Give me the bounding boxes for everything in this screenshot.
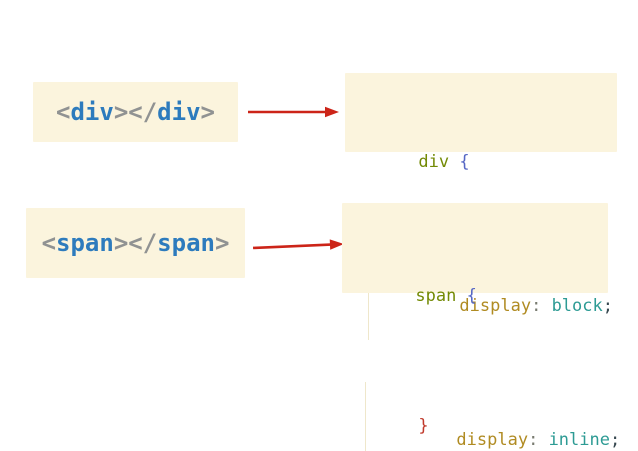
css-selector: span xyxy=(415,286,467,306)
css-property: display xyxy=(456,430,529,450)
right-arrow-icon xyxy=(252,239,344,250)
css-declaration-line: display: block; xyxy=(357,246,617,342)
css-rule-box-span: span { display: inline; } xyxy=(342,203,620,451)
tag-close-bracket: > xyxy=(113,229,129,257)
css-selector-line: div { xyxy=(357,126,617,198)
css-semicolon: ; xyxy=(609,430,621,450)
closing-tag-close-bracket: > xyxy=(200,98,215,126)
css-selector: div xyxy=(418,152,460,172)
css-declaration-line: display: inline; xyxy=(354,380,620,451)
css-property: display xyxy=(459,296,532,316)
indent-guide xyxy=(368,248,369,340)
indent-guide xyxy=(365,382,366,451)
tag-name-open: span xyxy=(56,229,114,257)
html-tag-box-div: <div></div> xyxy=(33,82,238,142)
tag-open-bracket: < xyxy=(56,98,71,126)
tag-close-bracket: > xyxy=(113,98,129,126)
closing-tag-close-bracket: > xyxy=(214,229,230,257)
css-value: block xyxy=(551,296,603,316)
css-semicolon: ; xyxy=(602,296,613,316)
html-tag-box-span: <span></span> xyxy=(26,208,245,278)
closing-tag-open-bracket: </ xyxy=(128,98,158,126)
tag-name-close: span xyxy=(157,229,215,257)
right-arrow-icon xyxy=(248,106,339,118)
css-colon: : xyxy=(531,296,552,316)
css-colon: : xyxy=(528,430,549,450)
open-brace: { xyxy=(459,152,470,172)
tag-name-open: div xyxy=(70,98,114,126)
tag-open-bracket: < xyxy=(41,229,57,257)
close-brace: } xyxy=(418,416,429,436)
closing-tag-open-bracket: </ xyxy=(128,229,158,257)
css-close-line: } xyxy=(357,390,617,451)
css-selector-line: span { xyxy=(354,260,608,332)
css-rule-box-div: div { display: block; } xyxy=(345,73,617,436)
open-brace: { xyxy=(466,286,477,306)
css-value: inline xyxy=(548,430,610,450)
tag-name-close: div xyxy=(157,98,201,126)
